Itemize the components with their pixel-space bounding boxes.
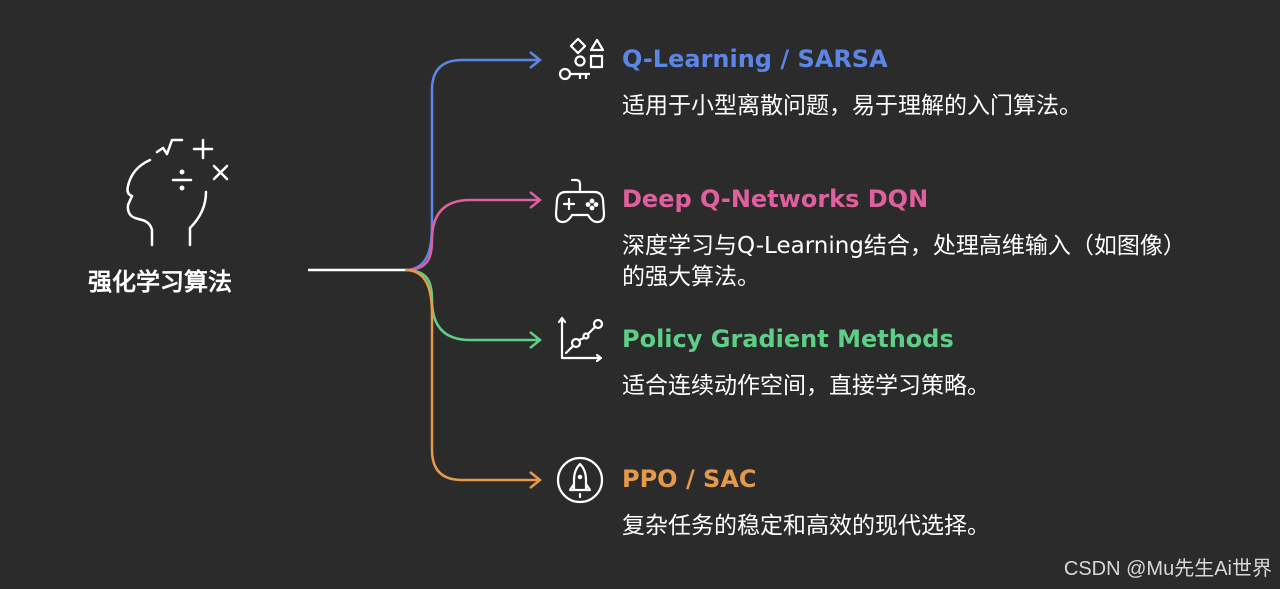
head-math-icon	[126, 138, 229, 247]
branch-title-dqn: Deep Q-Networks DQN	[622, 185, 929, 213]
branch-desc-dqn: 深度学习与Q-Learning结合，处理高维输入（如图像）的强大算法。	[622, 233, 1186, 290]
branch-arrow-ppo	[529, 471, 543, 489]
branch-desc-ppo: 复杂任务的稳定和高效的现代选择。	[622, 513, 990, 539]
line-chart-icon	[557, 316, 604, 363]
branch-arrow-dqn	[529, 191, 543, 209]
branch-title-policy: Policy Gradient Methods	[622, 325, 954, 353]
branch-arrow-policy	[529, 331, 543, 349]
branch-desc-policy: 适合连续动作空间，直接学习策略。	[622, 373, 990, 399]
branch-title-qlearning: Q-Learning / SARSA	[622, 45, 888, 73]
branch-desc-qlearning: 适用于小型离散问题，易于理解的入门算法。	[622, 93, 1082, 119]
root-label: 强化学习算法	[88, 268, 232, 296]
branch-title-ppo: PPO / SAC	[622, 465, 757, 493]
watermark: CSDN @Mu先生Ai世界	[1064, 552, 1272, 581]
branch-arrow-qlearning	[529, 51, 543, 69]
gamepad-icon	[554, 178, 606, 224]
rocket-icon	[556, 456, 604, 504]
branch-connector-ppo	[404, 268, 538, 482]
shapes-key-icon	[558, 37, 605, 81]
branch-connector-qlearning	[404, 58, 538, 272]
branch-connector-dqn	[404, 198, 538, 272]
watermark-text: CSDN @Mu先生Ai世界	[1063, 558, 1272, 580]
